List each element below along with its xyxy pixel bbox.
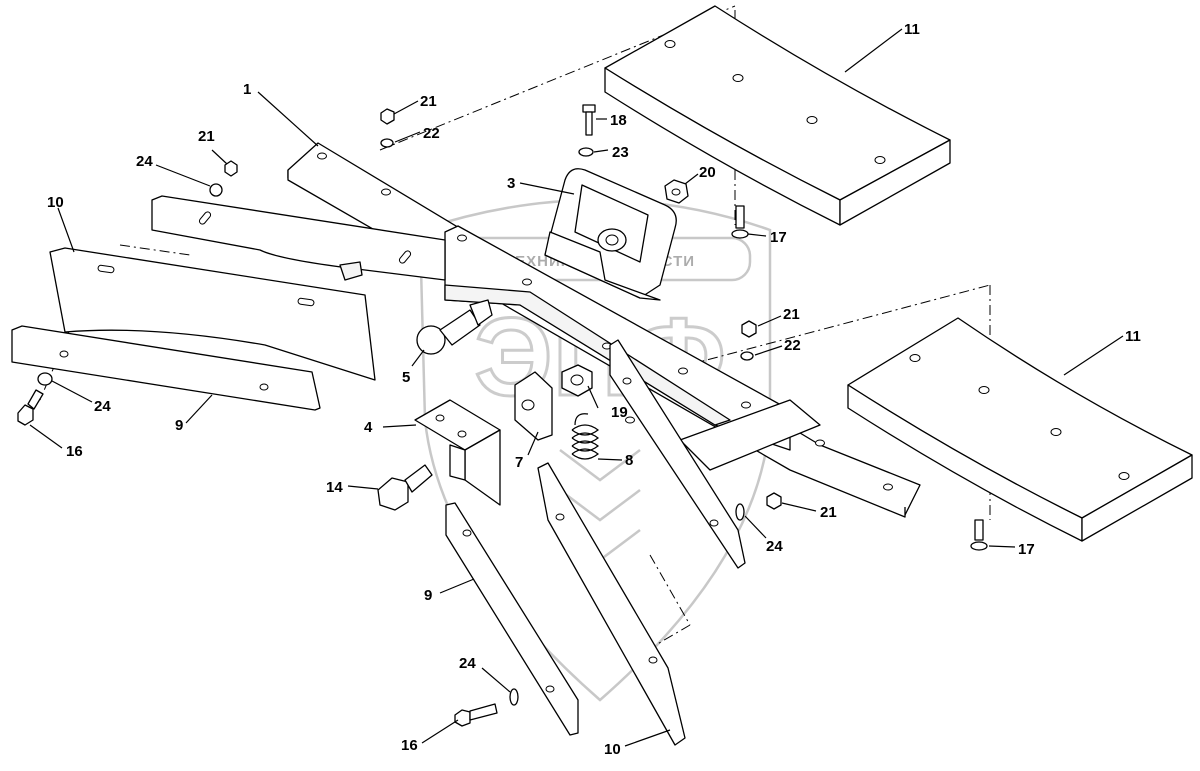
callout-7: 7 — [515, 454, 523, 471]
part-21-nut-c — [741, 320, 757, 338]
callout-21-top: 21 — [420, 93, 437, 110]
part-5-pin — [416, 299, 493, 355]
callout-23: 23 — [612, 144, 629, 161]
callout-22-top: 22 — [423, 125, 440, 142]
part-8-spring — [571, 413, 599, 460]
part-3-slot — [574, 184, 649, 263]
part-14-head — [377, 477, 409, 511]
callout-17-right: 17 — [1018, 541, 1035, 558]
part-8-coil — [571, 413, 599, 460]
callout-21-left: 21 — [198, 128, 215, 145]
part-17-bolt-b-shank — [974, 519, 984, 541]
part-10-arm-body — [151, 195, 446, 281]
part-9-bottom — [445, 502, 579, 736]
callout-21-mid: 21 — [783, 306, 800, 323]
part-10-bottom-plate — [537, 462, 686, 746]
part-5-ball — [416, 325, 446, 355]
centerline-8 — [629, 624, 691, 661]
part-4-face — [449, 444, 466, 481]
part-24-washer-left — [37, 372, 53, 386]
part-14-shank — [404, 464, 433, 493]
callout-9-bottom: 9 — [424, 587, 432, 604]
centerline-1 — [379, 5, 736, 151]
callout-16-left: 16 — [66, 443, 83, 460]
part-4-bracket — [414, 399, 501, 506]
callout-24-bottom: 24 — [459, 655, 476, 672]
part-9-left — [11, 325, 321, 411]
part-9-left-bar — [11, 325, 321, 411]
leader-lines — [29, 28, 1124, 747]
part-11-top — [604, 5, 951, 226]
callout-11-right: 11 — [1125, 328, 1141, 345]
part-3-base — [544, 231, 661, 301]
callout-18: 18 — [610, 112, 627, 129]
part-right-arm-bar — [609, 339, 746, 569]
part-22-washer-a — [380, 138, 394, 148]
callout-22-mid: 22 — [784, 337, 801, 354]
part-16-bolt-bottom-shank — [469, 703, 498, 721]
part-10-arm — [151, 195, 446, 281]
callout-1: 1 — [243, 81, 251, 98]
part-17-bolt-b-head — [970, 541, 988, 551]
callout-20: 20 — [699, 164, 716, 181]
part-16-bolt-left-head — [17, 404, 34, 426]
callout-24-lower-left: 24 — [94, 398, 111, 415]
hardware — [17, 104, 988, 727]
part-16-bolt-left-shank — [27, 389, 44, 410]
callout-11-top: 11 — [904, 21, 920, 38]
centerline-5 — [649, 284, 991, 376]
part-16-bolt-bottom-head — [454, 709, 471, 727]
part-22-washer-c — [740, 351, 754, 361]
part-right-arm — [609, 339, 746, 569]
callout-3: 3 — [507, 175, 515, 192]
callout-8: 8 — [625, 452, 633, 469]
part-21-nut-a — [380, 108, 395, 125]
part-11-right — [847, 317, 1193, 542]
part-18-bolt-shank — [585, 111, 593, 136]
callout-4: 4 — [364, 419, 373, 436]
callout-24-upper-left: 24 — [136, 153, 153, 170]
callouts: 1 3 4 5 7 8 9 9 10 10 11 11 14 16 16 17 … — [47, 21, 1141, 758]
part-19-nut — [561, 364, 593, 397]
callout-10-bottom: 10 — [604, 741, 621, 758]
callout-5: 5 — [402, 369, 410, 386]
part-11-top-end — [839, 139, 951, 226]
part-5-shank — [439, 309, 481, 346]
callout-14: 14 — [326, 479, 343, 496]
part-24-washer-b — [209, 183, 223, 197]
callout-10-left: 10 — [47, 194, 64, 211]
part-18-bolt-head — [582, 104, 596, 113]
callout-9-left: 9 — [175, 417, 183, 434]
callout-16-bottom: 16 — [401, 737, 418, 754]
callout-21-bottom: 21 — [820, 504, 837, 521]
part-1-rear-plate — [679, 399, 821, 471]
centerline-3 — [119, 244, 191, 256]
part-21-nut-b — [224, 160, 238, 177]
part-10-bottom — [537, 462, 686, 746]
callout-17-top: 17 — [770, 229, 787, 246]
part-3-hitch — [544, 168, 677, 301]
part-11-right-end — [1081, 454, 1193, 542]
part-14-bolt — [377, 464, 433, 511]
part-10-arm-nut — [339, 261, 363, 281]
centerline-7 — [649, 554, 691, 626]
part-17-bolt-a-shank — [735, 205, 745, 229]
part-10-left-plate — [49, 247, 376, 381]
part-5-tip — [469, 299, 493, 326]
part-24-washer-bottom — [509, 688, 519, 706]
part-9-bottom-bar — [445, 502, 579, 736]
callout-19: 19 — [611, 404, 628, 421]
part-21-nut-d — [766, 492, 782, 510]
part-10-left — [49, 247, 376, 381]
part-7-clamp — [514, 371, 553, 441]
part-1-channel-flange — [444, 284, 731, 426]
callout-24-right: 24 — [766, 538, 783, 555]
part-23-washer — [578, 147, 594, 157]
part-17-bolt-a-head — [731, 229, 749, 239]
part-24-washer-d — [735, 503, 745, 521]
